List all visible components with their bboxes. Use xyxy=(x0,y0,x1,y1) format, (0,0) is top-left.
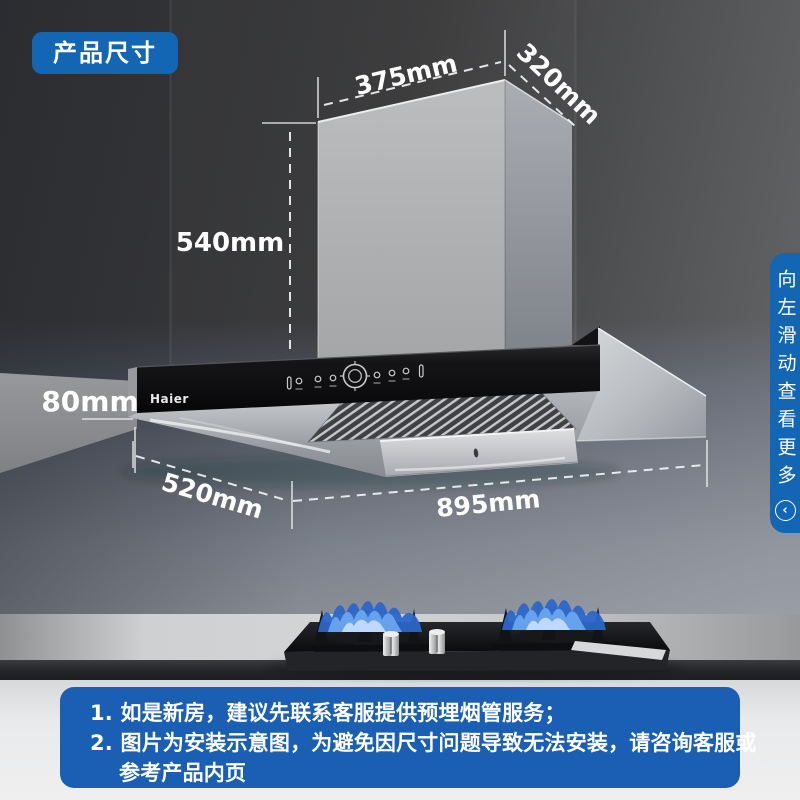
dim-label-895: 895mm xyxy=(435,484,542,523)
hood-body: Haier xyxy=(128,326,707,477)
control-dial-icon xyxy=(340,361,370,391)
install-notes: 1. 如是新房，建议先联系客服提供预埋烟管服务； 2. 图片为安装示意图，为避免… xyxy=(60,687,757,788)
touch-control-icon xyxy=(373,371,381,384)
power-pill-icon xyxy=(418,364,424,378)
dim-line-375 xyxy=(323,61,502,106)
swipe-left-banner[interactable]: 向左滑动查看更多 ‹ xyxy=(770,253,800,533)
chevron-glyph: ‹ xyxy=(782,502,788,518)
hood-right-side xyxy=(577,328,706,441)
touch-control-icon xyxy=(295,377,303,390)
stove-knob xyxy=(429,629,445,654)
touch-control-icon xyxy=(329,374,337,387)
motor-cover-plate xyxy=(380,429,578,477)
dim-line-895 xyxy=(292,464,705,502)
cooktop-front-edge xyxy=(284,650,670,671)
swipe-left-text: 向左滑动查看更多 xyxy=(774,269,797,493)
hood-left-cap xyxy=(128,367,137,416)
gas-stove-illustration xyxy=(265,599,685,677)
wall-light-wedge xyxy=(0,373,137,473)
touch-control-icon xyxy=(388,369,396,382)
touch-control-icon xyxy=(314,375,322,388)
dim-line-520 xyxy=(135,455,290,502)
dim-label-540: 540mm xyxy=(176,228,284,258)
touch-controls xyxy=(286,361,424,391)
note-item-2-cont: 参考产品内页 xyxy=(119,761,247,785)
touch-control-icon xyxy=(402,367,410,380)
section-badge: 产品尺寸 xyxy=(32,32,178,74)
note-item-2: 2. 图片为安装示意图，为避免因尺寸问题导致无法安装，请咨询客服或 xyxy=(90,731,757,755)
stove-knob xyxy=(383,631,399,656)
note-item-1: 1. 如是新房，建议先联系客服提供预埋烟管服务； xyxy=(90,701,566,725)
power-pill-icon xyxy=(286,376,292,390)
chevron-left-icon[interactable]: ‹ xyxy=(774,500,796,521)
dim-label-80: 80mm xyxy=(41,385,138,418)
chimney-duct xyxy=(317,79,573,360)
haier-logo: Haier xyxy=(150,392,189,406)
steel-trim xyxy=(571,641,666,660)
